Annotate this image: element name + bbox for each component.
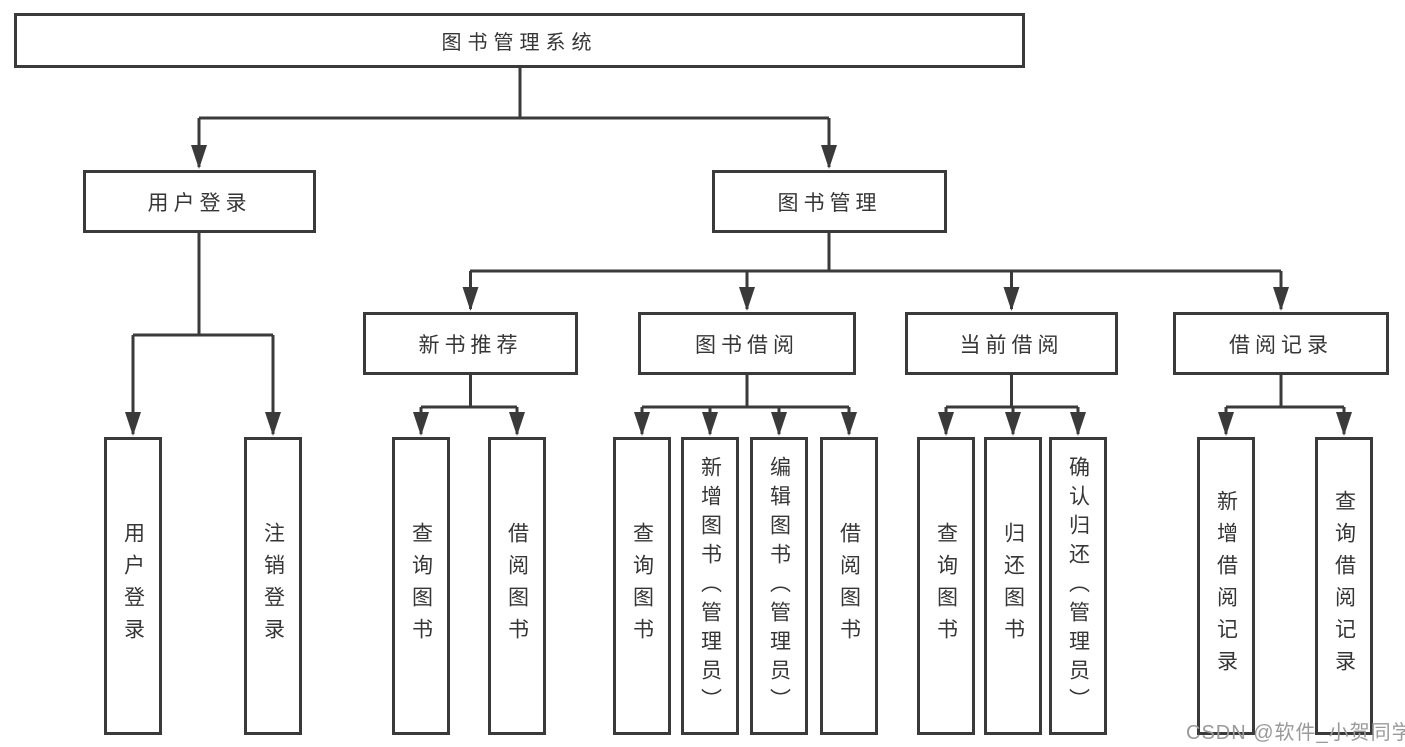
leaf-logout: 注销登录 (244, 437, 302, 735)
leaf-search-books-recommend: 查询图书 (392, 437, 450, 735)
leaf-search-books-current: 查询图书 (917, 437, 975, 735)
leaf-search-borrow-record: 查询借阅记录 (1315, 437, 1373, 735)
node-book-borrowing: 图书借阅 (638, 312, 856, 375)
leaf-search-books-borrowing: 查询图书 (613, 437, 671, 735)
leaf-user-login: 用户登录 (104, 437, 162, 735)
node-book-management: 图书管理 (712, 170, 947, 233)
node-borrowing-records: 借阅记录 (1173, 312, 1389, 375)
node-current-borrowing: 当前借阅 (905, 312, 1118, 375)
node-library-management-system: 图书管理系统 (14, 13, 1025, 68)
leaf-add-book-admin: 新增图书（管理员） (681, 437, 739, 735)
node-user-login: 用户登录 (83, 170, 316, 233)
leaf-confirm-return-admin: 确认归还（管理员） (1049, 437, 1107, 735)
csdn-watermark: CSDN @软件_小贺同学 (1186, 722, 1405, 744)
leaf-borrow-books-recommend: 借阅图书 (488, 437, 546, 735)
node-new-book-recommendation: 新书推荐 (363, 312, 578, 375)
leaf-add-borrow-record: 新增借阅记录 (1197, 437, 1255, 735)
leaf-edit-book-admin: 编辑图书（管理员） (750, 437, 808, 735)
leaf-borrow-books-borrowing: 借阅图书 (820, 437, 878, 735)
leaf-return-books: 归还图书 (984, 437, 1042, 735)
